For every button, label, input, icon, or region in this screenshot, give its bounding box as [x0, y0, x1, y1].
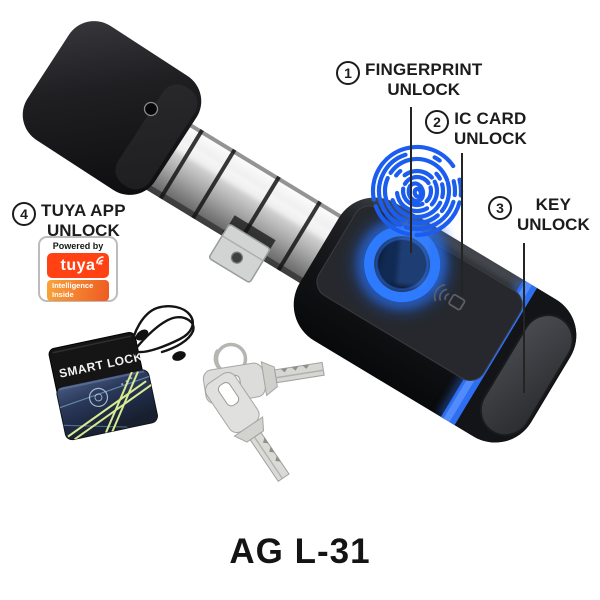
card-lanyard — [128, 305, 195, 361]
tuya-tagline: Intelligence Inside — [47, 280, 109, 301]
callout-subtitle: UNLOCK — [454, 129, 527, 148]
tuya-badge: Powered by tuya Intelligence Inside — [38, 236, 118, 302]
callout-number-2: 2 — [425, 110, 449, 134]
tuya-brand-text: tuya — [60, 257, 96, 274]
callout-ic-card-unlock: 2 IC CARD UNLOCK — [425, 109, 527, 149]
callout-number-3: 3 — [488, 196, 512, 220]
leader-line-ic-card — [461, 153, 463, 296]
product-model-label: AG L-31 — [229, 532, 371, 571]
leader-line-key — [523, 243, 525, 393]
callout-fingerprint-unlock: 1 FINGERPRINT UNLOCK — [336, 60, 482, 100]
tuya-tagline-line1: Intelligence — [52, 281, 94, 290]
nfc-contactless-icon — [433, 283, 466, 311]
callout-title: FINGERPRINT — [365, 60, 483, 79]
callout-subtitle: UNLOCK — [47, 221, 120, 240]
tuya-tagline-line2: Inside — [52, 289, 74, 299]
leader-line-fingerprint — [410, 107, 412, 253]
callout-subtitle: UNLOCK — [387, 80, 461, 99]
thumbturn-knob — [22, 21, 202, 195]
cylinder-cam — [208, 224, 271, 283]
knob-set-screw — [143, 101, 159, 117]
keyhole-end-cap — [479, 314, 574, 437]
key-ring-front — [213, 348, 221, 370]
callout-title: IC CARD — [454, 109, 527, 128]
smart-card-blue — [56, 369, 158, 441]
key-2 — [205, 371, 290, 483]
callout-number-1: 1 — [336, 61, 360, 85]
card-graphic-lines — [67, 371, 154, 441]
callout-title: KEY — [535, 195, 572, 214]
tuya-powered-by-text: Powered by — [52, 241, 104, 251]
callout-number-4: 4 — [12, 202, 36, 226]
tuya-signal-icon — [96, 256, 104, 265]
callout-key-unlock: 3 KEY UNLOCK — [488, 195, 590, 235]
callout-title: TUYA APP — [41, 201, 126, 220]
cam-screw — [230, 251, 244, 264]
tuya-logo: tuya — [47, 253, 109, 278]
callout-subtitle: UNLOCK — [517, 215, 590, 234]
fingerprint-graphic — [370, 144, 464, 238]
callout-tuya-app-unlock: 4 TUYA APP UNLOCK — [12, 201, 126, 241]
